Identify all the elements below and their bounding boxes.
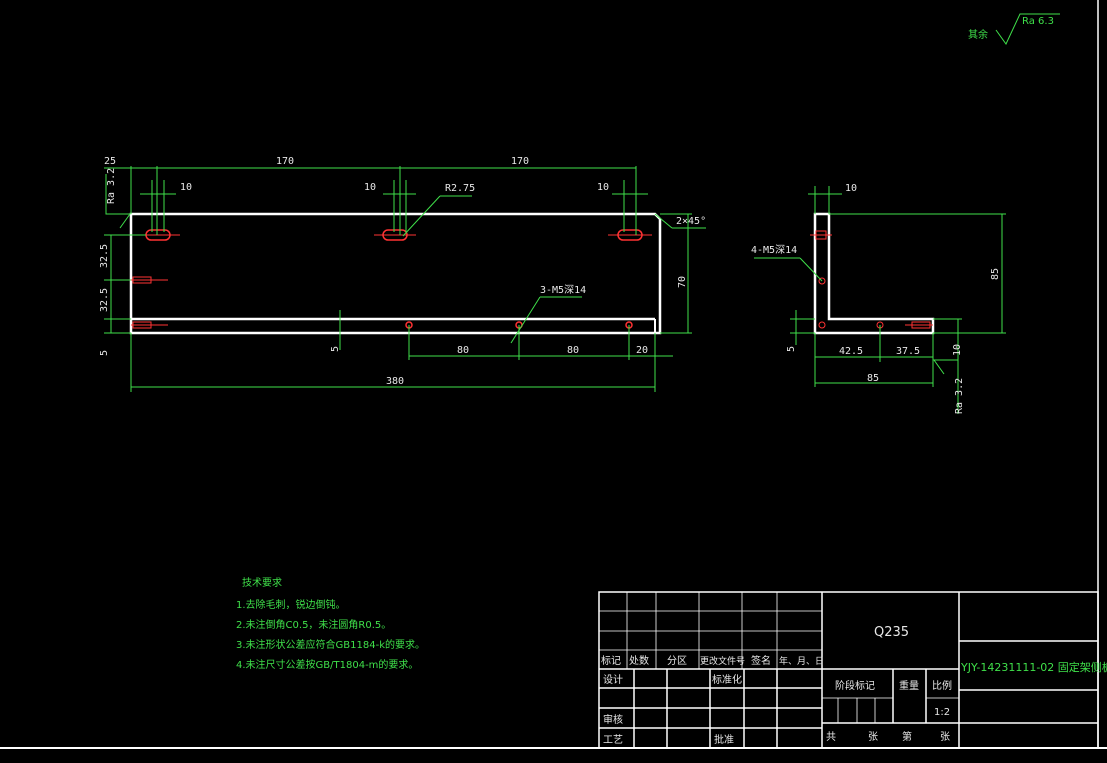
tech-req-item: 1.去除毛刺，锐边倒钝。 [236,598,346,611]
header-cell: 签名 [751,654,771,667]
header-cell: 更改文件号 [700,655,745,667]
side-dim-10b: 10 [952,344,963,356]
scale-label: 比例 [932,679,952,692]
dim-chamfer: 2×45° [676,216,706,227]
surface-finish-label: 其余 [968,28,988,41]
title-block: Q235 YJY-14231111-02 固定架侧板2 标记 处数 分区 更改文… [598,591,1107,749]
side-dim-holes: 4-M5深14 [751,244,797,256]
front-outline [129,212,662,335]
dim-25: 25 [104,156,116,167]
dim-10a: 10 [180,182,192,193]
dim-170b: 170 [511,156,529,167]
stage-label: 阶段标记 [835,679,875,692]
material: Q235 [874,625,909,640]
header-cell: 标记 [601,655,621,667]
side-dim-425: 42.5 [839,346,863,357]
tech-req-item: 4.未注尺寸公差按GB/T1804-m的要求。 [236,658,418,671]
surface-finish-symbol: 其余 Ra 6.3 [968,13,1060,45]
dim-5a: 5 [99,350,110,356]
dim-80a: 80 [457,345,469,356]
dim-325a: 32.5 [99,244,110,268]
side-dim-10: 10 [845,183,857,194]
dim-170a: 170 [276,156,294,167]
approve-label: 批准 [714,733,734,746]
ra-front: Ra 3.2 [106,168,117,204]
header-cell: 分区 [667,655,687,667]
header-cell: 处数 [629,654,649,667]
design-label: 设计 [603,673,623,686]
tech-req-item: 2.未注倒角C0.5，未注圆角R0.5。 [236,618,391,631]
sheets2-label: 张 [940,731,950,743]
scale-value: 1:2 [934,707,950,718]
dim-70: 70 [677,276,688,288]
dim-10b: 10 [364,182,376,193]
standard-label: 标准化 [712,673,742,686]
dim-5b: 5 [330,346,341,352]
side-ra: Ra 3.2 [954,378,965,414]
surface-finish-ra: Ra 6.3 [1022,16,1054,27]
slot-holes [131,229,652,329]
tech-req-title: 技术要求 [242,576,282,589]
weight-label: 重量 [899,679,919,692]
side-dim-85h: 85 [867,373,879,384]
dim-325b: 32.5 [99,288,110,312]
total-label: 共 [826,731,836,743]
side-dim-375: 37.5 [896,346,920,357]
side-view: 10 4-M5深14 85 5 42.5 37.5 10 85 Ra 3.2 [751,183,1006,414]
tech-req-item: 3.未注形状公差应符合GB1184-k的要求。 [236,638,425,651]
side-dim-5: 5 [786,346,797,352]
dim-80b: 80 [567,345,579,356]
process-label: 工艺 [603,734,623,746]
dim-20: 20 [636,345,648,356]
dim-10c: 10 [597,182,609,193]
page-label: 第 [902,730,912,743]
side-outline [813,212,935,335]
dim-holes-front: 3-M5深14 [540,284,586,296]
sheets-label: 张 [868,731,878,743]
tech-requirements: 技术要求 1.去除毛刺，锐边倒钝。 2.未注倒角C0.5，未注圆角R0.5。 3… [236,576,425,671]
header-cell: 年、月、日 [779,655,824,667]
front-view: 25 170 170 10 10 10 R2.75 2×45° 32.5 32.… [99,156,706,392]
drawing-number: YJY-14231111-02 固定架侧板2 [960,660,1107,674]
dim-380: 380 [386,376,404,387]
dim-r275: R2.75 [445,183,475,194]
side-dim-85v: 85 [990,268,1001,280]
review-label: 审核 [603,713,623,726]
